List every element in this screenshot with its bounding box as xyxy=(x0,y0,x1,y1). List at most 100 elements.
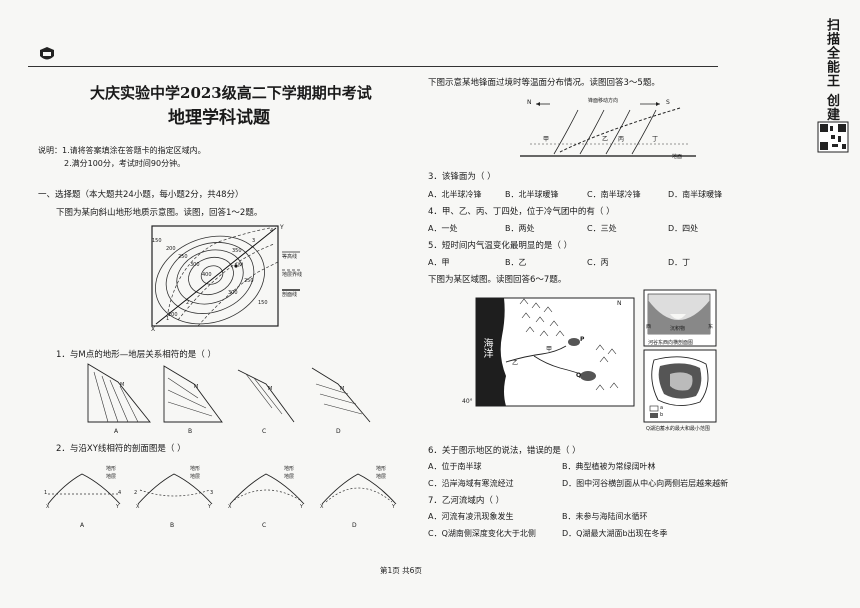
q4-stem: 4．甲、乙、丙、丁四处，位于冷气团中的有（ ） xyxy=(428,207,615,217)
q2-a-y: Y xyxy=(116,504,120,510)
region-p-label: P xyxy=(580,336,585,343)
lake-caption: Q湖泊蓄水的最大和最小范围 xyxy=(646,426,710,432)
q2-b-x: X xyxy=(136,504,140,510)
front-n-label: N xyxy=(527,99,532,106)
region-sea-label: 海洋 xyxy=(481,338,492,358)
front-point-yi: 乙 xyxy=(602,136,609,143)
syncline-contour-map xyxy=(151,225,279,327)
q1-stem: 1．与M点的地形—地层关系相符的是（ ） xyxy=(56,350,216,360)
q7-option-a[interactable]: A．河流有凌汛现象发生 xyxy=(428,512,514,521)
q7-option-c[interactable]: C．Q湖南侧深度变化大于北侧 xyxy=(428,529,536,538)
q3-option-a[interactable]: A．北半球冷锋 xyxy=(428,190,482,199)
map1-m-label: M xyxy=(238,262,244,269)
q1-a-m: M xyxy=(120,382,125,388)
q2-b-y: Y xyxy=(208,504,212,510)
front-point-ding: 丁 xyxy=(652,136,659,143)
q2-c-legend-1: 地形 xyxy=(284,466,295,472)
front-isotherm-diagram xyxy=(520,102,696,157)
inset-west-label: 西 xyxy=(646,324,652,330)
q3-option-d[interactable]: D．南半球暖锋 xyxy=(668,190,723,199)
header-rule xyxy=(28,66,718,67)
q2-d-y: Y xyxy=(392,504,396,510)
legend-section-line: 剖面线 xyxy=(282,292,298,298)
q2-a-n1: 1 xyxy=(44,490,48,496)
q2-a-x: X xyxy=(46,504,50,510)
q5-option-b[interactable]: B．乙 xyxy=(505,258,527,267)
contour-label-200b: 200 xyxy=(168,312,178,318)
map1-y-label: Y xyxy=(280,224,284,231)
q7-option-b[interactable]: B．未参与海陆间水循环 xyxy=(562,512,648,521)
q6-option-a[interactable]: A．位于南半球 xyxy=(428,462,482,471)
contour-label-300b: 300 xyxy=(228,290,238,296)
contour-label-250: 250 xyxy=(178,254,188,260)
contour-label-400: 400 xyxy=(202,272,212,278)
map1-point-2: 2 xyxy=(186,300,190,306)
q2-option-profiles xyxy=(47,473,397,505)
q3-option-b[interactable]: B．北半球暖锋 xyxy=(505,190,559,199)
scanner-watermark: 扫描全能王 创建 xyxy=(824,18,839,122)
q1-option-d[interactable]: D xyxy=(336,428,341,435)
q2-option-b[interactable]: B xyxy=(170,522,175,529)
region-yi-label: 乙 xyxy=(512,360,519,367)
q2-d-legend-1: 地形 xyxy=(376,466,387,472)
q6-option-b[interactable]: B．典型植被为常绿阔叶林 xyxy=(562,462,656,471)
contour-label-150b: 150 xyxy=(258,300,268,306)
note-2: 2.满分100分，考试时间90分钟。 xyxy=(64,159,186,168)
region-q-label: Q xyxy=(576,372,582,379)
q2-option-a[interactable]: A xyxy=(80,522,85,529)
q2-b-n3: 3 xyxy=(210,490,214,496)
q6-stem: 6．关于图示地区的说法，错误的是（ ） xyxy=(428,446,581,456)
contour-label-350: 350 xyxy=(232,248,242,254)
q1-option-b[interactable]: B xyxy=(188,428,193,435)
lake-legend-a: a xyxy=(660,405,664,411)
q2-b-legend-1: 地形 xyxy=(190,466,201,472)
lake-legend-b: b xyxy=(660,412,664,418)
q2-option-c[interactable]: C xyxy=(262,522,267,529)
q5-option-c[interactable]: C．丙 xyxy=(587,258,609,267)
inset-east-label: 东 xyxy=(708,324,714,330)
map1-intro: 下图为某向斜山地形地质示意图。读图，回答1～2题。 xyxy=(56,208,263,218)
map1-point-1: 1 xyxy=(166,316,170,322)
qr-code-icon xyxy=(817,121,849,153)
region-map-intro: 下图为某区域图。读图回答6～7题。 xyxy=(428,275,567,285)
q5-option-d[interactable]: D．丁 xyxy=(668,258,691,267)
q2-option-d[interactable]: D xyxy=(352,522,357,529)
school-logo-icon xyxy=(40,47,54,60)
map1-legend-symbols xyxy=(282,251,300,291)
q3-stem: 3．该锋面为（ ） xyxy=(428,172,496,182)
q2-c-legend-2: 地层 xyxy=(284,474,295,480)
q2-a-n4: 4 xyxy=(118,490,122,496)
map1-point-4: 4 xyxy=(270,228,274,234)
lake-extent-inset xyxy=(643,349,717,423)
q4-option-c[interactable]: C．三处 xyxy=(587,224,617,233)
q6-option-c[interactable]: C．沿岸海域有寒流经过 xyxy=(428,479,514,488)
q4-option-b[interactable]: B．两处 xyxy=(505,224,535,233)
valley-section-inset xyxy=(643,289,717,347)
region-jia-label: 甲 xyxy=(546,346,553,353)
section-heading: 一、选择题（本大题共24小题，每小题2分，共48分） xyxy=(38,190,244,200)
inset-section-title: 河谷东西向横剖面图 xyxy=(648,340,694,346)
q6-option-d[interactable]: D．图中河谷横剖面从中心向两侧岩层越来越新 xyxy=(562,479,729,488)
contour-label-250b: 250 xyxy=(244,278,254,284)
q7-option-d[interactable]: D．Q湖最大湖面b出现在冬季 xyxy=(562,529,668,538)
q3-option-c[interactable]: C．南半球冷锋 xyxy=(587,190,641,199)
contour-label-200: 200 xyxy=(166,246,176,252)
q5-option-a[interactable]: A．甲 xyxy=(428,258,450,267)
front-s-label: S xyxy=(666,99,670,106)
front-point-jia: 甲 xyxy=(543,136,550,143)
contour-label-150: 150 xyxy=(152,238,162,244)
q4-option-d[interactable]: D．四处 xyxy=(668,224,699,233)
q1-option-a[interactable]: A xyxy=(114,428,119,435)
q1-option-diagrams xyxy=(87,363,371,423)
q5-stem: 5．短时间内气温变化最明显的是（ ） xyxy=(428,241,573,251)
q2-d-x: X xyxy=(320,504,324,510)
legend-strata-boundary: 地层界线 xyxy=(282,272,303,278)
q1-b-m: M xyxy=(194,384,199,390)
q7-stem: 7．乙河流域内（ ） xyxy=(428,496,505,506)
contour-label-300: 300 xyxy=(190,262,200,268)
q4-option-a[interactable]: A．一处 xyxy=(428,224,458,233)
front-ground-label: 地面 xyxy=(672,154,683,160)
q1-d-m: M xyxy=(340,386,345,392)
q1-option-c[interactable]: C xyxy=(262,428,267,435)
